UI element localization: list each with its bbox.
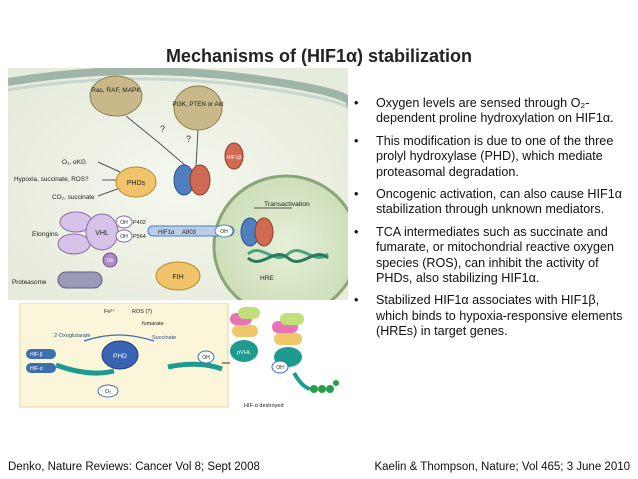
hif-beta-strand: [26, 349, 56, 359]
ubiquitin-chain-4: [333, 380, 339, 386]
bullet-item: • Oncogenic activation, can also cause HI…: [350, 187, 634, 218]
succinate-label: Succinate: [152, 335, 176, 341]
pvhl-subunit-2: [238, 307, 260, 319]
pvhl-node: [230, 340, 258, 362]
pvhl-label: pVHL: [237, 350, 251, 356]
elongins-label: Elongins: [32, 231, 59, 238]
cell-membrane: [8, 68, 348, 108]
slide-title: Mechanisms of (HIF1α) stabilization: [165, 46, 473, 66]
nuclear-hif1b: [254, 217, 274, 247]
hypoxia-label: Hypoxia, succinate, ROS?: [14, 176, 89, 183]
hif-destroyed-label: HIF-α destroyed: [244, 403, 284, 409]
hif1b-label: HIF1β: [226, 155, 241, 161]
ub-label: Ub: [106, 258, 113, 264]
hif1b-node: [224, 142, 244, 170]
proteasome-label: Proteasome: [12, 279, 47, 286]
proteasome-node: [57, 271, 103, 289]
ubiquitin-chain-2: [318, 385, 326, 393]
oh-p402: OH: [120, 220, 128, 226]
signal-arrow-ras: [125, 115, 187, 167]
oxoglutarate-label: 2-Oxoglutarate: [54, 333, 90, 339]
nucleus: [212, 174, 348, 300]
bullet-item: • This modification is due to one of the …: [350, 134, 634, 180]
bullet-marker: •: [354, 293, 359, 308]
fih-node: [155, 261, 201, 291]
bullet-marker: •: [354, 96, 359, 110]
bullet-text: Oxygen levels are sensed through O₂-depe…: [376, 96, 614, 126]
bullet-list: • Oxygen levels are sensed through O₂-dep…: [350, 96, 634, 347]
ubiquitin-node: [102, 252, 118, 268]
o2-label: O₂: [105, 389, 111, 395]
hif1a-label: HIF1α: [158, 230, 175, 236]
bullet-text: Oncogenic activation, can also cause HIF…: [376, 187, 622, 217]
ubiquitin-chain-1: [310, 385, 318, 393]
p402-label: P402: [133, 220, 146, 226]
pi3k-node: [173, 85, 223, 131]
dna-helix-2: [247, 253, 329, 263]
bullet-item: • TCA intermediates such as succinate and…: [350, 225, 634, 287]
dna-helix-1: [247, 249, 329, 259]
bullet-marker: •: [354, 224, 359, 239]
hif1b-protein: [189, 164, 211, 196]
vhl-label: VHL: [95, 230, 109, 237]
o2-akg-label: O₂, αKG: [62, 159, 86, 166]
ras-label: Ras, RAF, MAPK: [91, 87, 141, 94]
bullet-marker: •: [354, 133, 359, 148]
a803-label: A803: [182, 230, 197, 236]
oh-a803: OH: [220, 229, 228, 235]
phd-hydroxylation-diagram: Fe²⁺ ROS (?) fumarate 2-Oxoglutarate Suc…: [18, 303, 340, 411]
citation-left: Denko, Nature Reviews: Cancer Vol 8; Sep…: [8, 461, 260, 473]
oh-hydroxyl-2: OH: [276, 365, 284, 371]
transactivation-label: Transactivation: [264, 201, 310, 208]
phd-enzyme-label: PHD: [113, 353, 127, 360]
co2-succinate-label: CO₂, succinate: [52, 194, 95, 201]
fe-label: Fe²⁺: [104, 308, 115, 315]
hre-label: HRE: [260, 275, 274, 282]
ubiquitin-chain-3: [326, 385, 334, 393]
signal-arrow-pi3k: [195, 129, 199, 167]
bullet-text: This modification is due to one of the t…: [376, 133, 614, 179]
bullet-item: • Stabilized HIF1α associates with HIF1β,…: [350, 293, 634, 339]
pi3k-label: PI3K, PTEN or Akt: [173, 101, 224, 108]
bullet-text: Stabilized HIF1α associates with HIF1β, …: [376, 293, 623, 339]
bullet-marker: •: [354, 187, 359, 202]
hif-signaling-diagram: Ras, RAF, MAPK PI3K, PTEN or Akt ? ? O₂,…: [8, 68, 348, 300]
fih-label: FIH: [172, 274, 183, 281]
phd-node: [115, 166, 157, 198]
hif-alpha-strand: [26, 363, 56, 373]
hif1a-strand: [147, 225, 235, 237]
bullet-item: • Oxygen levels are sensed through O₂-dep…: [350, 96, 634, 127]
question-mark-2: ?: [186, 134, 191, 144]
citation-right: Kaelin & Thompson, Nature; Vol 465; 3 Ju…: [374, 461, 630, 473]
oh-hydroxyl: OH: [202, 355, 210, 361]
question-mark-1: ?: [160, 124, 165, 134]
elongin-c: [57, 233, 91, 255]
ras-raf-mapk-node: [89, 75, 143, 117]
hydroxylated-hif: [167, 361, 223, 372]
p564-label: P564: [133, 234, 146, 240]
reaction-arrow: [83, 334, 155, 342]
oh-p564: OH: [120, 234, 128, 240]
pvhl-subunit-3: [232, 325, 258, 337]
phd-enzyme: [101, 340, 139, 370]
phd-label: PHDs: [127, 180, 146, 187]
hif-alpha-label: HIF-α: [30, 366, 43, 372]
fumarate-label: fumarate: [142, 321, 164, 327]
bullet-text: TCA intermediates such as succinate and …: [376, 224, 614, 286]
hif-beta-label: HIF-β: [30, 352, 43, 358]
ros-label: ROS (?): [132, 309, 152, 315]
